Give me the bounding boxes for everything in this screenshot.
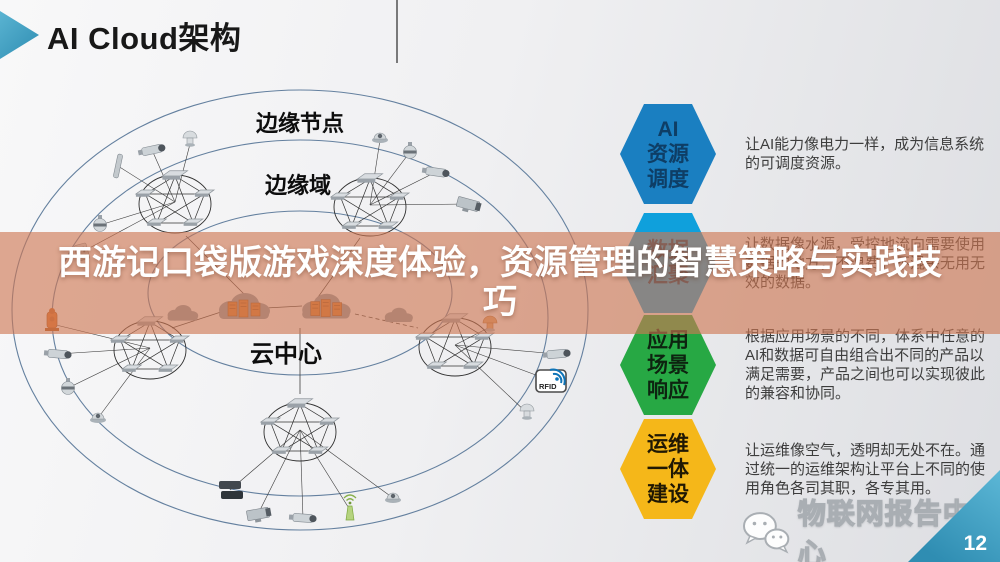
hexagon-badge-ai-resource: AI 资源 调度 bbox=[620, 104, 716, 204]
feature-row-ops-construction: 运维 一体 建设 让运维像空气，透明却无处不在。通过统一的运维架构让平台上不同的… bbox=[620, 419, 998, 519]
wechat-icon bbox=[742, 512, 790, 554]
badge-line: 一体 bbox=[647, 457, 689, 481]
watermark: 物联网报告中心 bbox=[740, 492, 1000, 562]
badge-line: 应用 bbox=[647, 328, 689, 352]
badge-line: AI bbox=[657, 117, 679, 141]
title-arrow-icon bbox=[0, 11, 39, 59]
badge-line: 场景 bbox=[647, 353, 689, 377]
overlay-title: 西游记口袋版游戏深度体验，资源管理的智慧策略与实践技巧 bbox=[58, 244, 942, 321]
edge-node-label: 边缘节点 bbox=[255, 111, 344, 136]
feature-row-ai-resource: AI 资源 调度 让AI能力像电力一样，成为信息系统的可调度资源。 bbox=[620, 104, 998, 204]
badge-line: 调度 bbox=[647, 167, 689, 191]
badge-line: 响应 bbox=[647, 378, 689, 402]
title-divider-line bbox=[396, 0, 398, 63]
cloud-center-label: 云中心 bbox=[250, 341, 322, 368]
feature-description: 让运维像空气，透明却无处不在。通过统一的运维架构让平台上不同的使用角色各司其职，… bbox=[745, 441, 986, 497]
feature-description: 让AI能力像电力一样，成为信息系统的可调度资源。 bbox=[745, 136, 985, 172]
overlay-banner: 西游记口袋版游戏深度体验，资源管理的智慧策略与实践技巧 bbox=[0, 232, 1000, 334]
page-number: 12 bbox=[963, 532, 987, 555]
watermark-text: 物联网报告中心 bbox=[797, 497, 972, 562]
feature-description: 根据应用场景的不同，体系中任意的AI和数据可自由组合出不同的产品以满足需要，产品… bbox=[745, 328, 986, 402]
slide-title: AI Cloud架构 bbox=[47, 21, 242, 56]
edge-domain-label: 边缘域 bbox=[264, 173, 331, 198]
hexagon-badge-ops-construction: 运维 一体 建设 bbox=[620, 419, 716, 519]
badge-line: 资源 bbox=[647, 142, 689, 166]
svg-text:RFID: RFID bbox=[539, 382, 557, 391]
badge-line: 建设 bbox=[647, 482, 689, 506]
badge-line: 运维 bbox=[647, 432, 689, 456]
